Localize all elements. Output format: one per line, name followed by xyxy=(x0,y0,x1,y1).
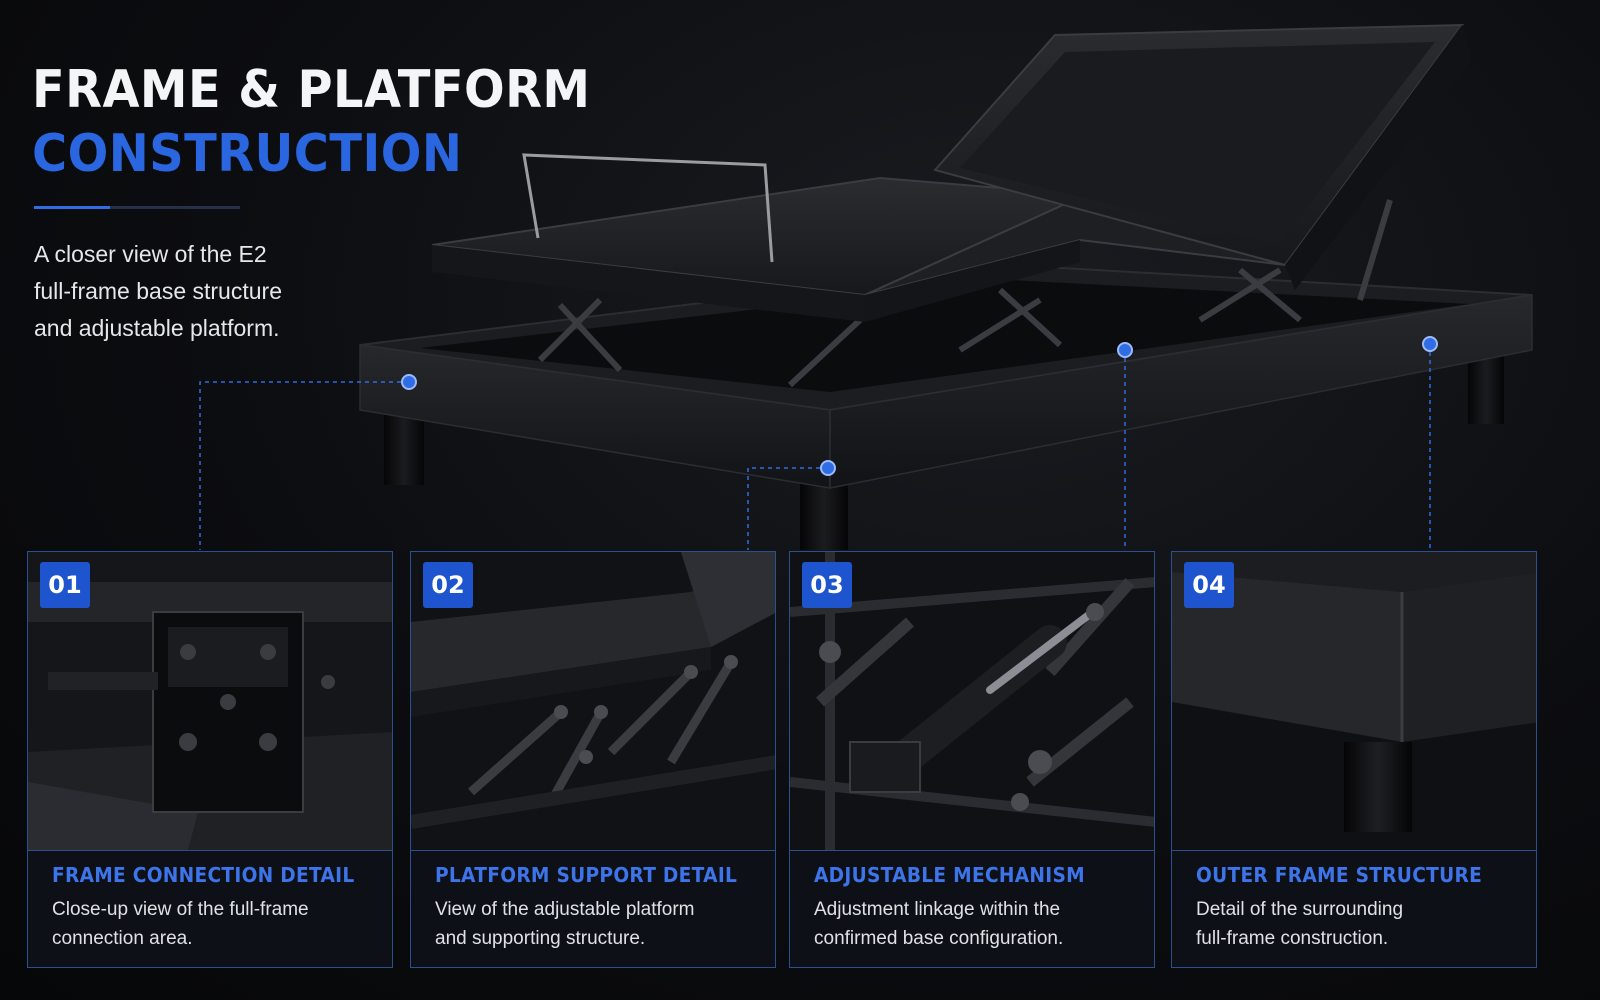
lift-mechanism xyxy=(537,199,1393,388)
intro-line: and adjustable platform. xyxy=(34,315,280,341)
detail-description: Detail of the surrounding full-frame con… xyxy=(1196,895,1516,953)
bed-leg xyxy=(800,480,848,550)
detail-description-line: confirmed base configuration. xyxy=(814,928,1064,949)
detail-number-badge: 02 xyxy=(423,562,473,608)
hotspot-markers xyxy=(401,336,1438,476)
detail-description: Close-up view of the full-frame connecti… xyxy=(52,895,372,953)
bed-leg xyxy=(1468,350,1504,424)
detail-description-line: and supporting structure. xyxy=(435,928,646,949)
platform-head-edge xyxy=(1285,25,1472,290)
detail-description-line: Adjustment linkage within the xyxy=(814,899,1061,920)
intro-text: A closer view of the E2 full-frame base … xyxy=(34,236,354,347)
detail-card-01[interactable]: 01 FRAME CONNECTION DETAIL Close-up view… xyxy=(27,551,393,968)
detail-description-line: Close-up view of the full-frame xyxy=(52,899,309,920)
detail-title: OUTER FRAME STRUCTURE xyxy=(1196,863,1483,887)
intro-line: full-frame base structure xyxy=(34,278,282,304)
detail-photo-outer-frame xyxy=(1172,552,1536,851)
detail-card-02[interactable]: 02 PLATFORM SUPPORT DETAIL View of the a… xyxy=(410,551,776,968)
detail-photo-frame-connection xyxy=(28,552,392,851)
detail-number-badge: 01 xyxy=(40,562,90,608)
hotspot-01 xyxy=(401,374,417,390)
detail-description-line: Detail of the surrounding xyxy=(1196,899,1404,920)
platform-foot-edge xyxy=(432,245,865,322)
bed-leg xyxy=(384,415,424,485)
title-underline xyxy=(34,206,240,209)
detail-card-04[interactable]: 04 OUTER FRAME STRUCTURE Detail of the s… xyxy=(1171,551,1537,968)
detail-title: FRAME CONNECTION DETAIL xyxy=(52,863,355,887)
platform-head-inner xyxy=(960,42,1435,245)
detail-number-badge: 04 xyxy=(1184,562,1234,608)
base-frame-cavity xyxy=(420,280,1470,392)
detail-title: ADJUSTABLE MECHANISM xyxy=(814,863,1085,887)
detail-description-line: View of the adjustable platform xyxy=(435,899,695,920)
intro-line: A closer view of the E2 xyxy=(34,241,267,267)
detail-card-03[interactable]: 03 ADJUSTABLE MECHANISM Adjustment linka… xyxy=(789,551,1155,968)
platform-seat-edge xyxy=(865,240,1080,322)
detail-description: Adjustment linkage within the confirmed … xyxy=(814,895,1134,953)
detail-number-badge: 03 xyxy=(802,562,852,608)
mattress-retainer-bar xyxy=(522,153,774,263)
detail-description-line: connection area. xyxy=(52,928,193,949)
detail-description-line: full-frame construction. xyxy=(1196,928,1389,949)
hotspot-leaders xyxy=(199,344,1431,550)
hotspot-02 xyxy=(820,460,836,476)
hotspot-03 xyxy=(1117,342,1133,358)
hotspot-04 xyxy=(1422,336,1438,352)
detail-description: View of the adjustable platform and supp… xyxy=(435,895,755,953)
title-line-2: CONSTRUCTION xyxy=(32,124,463,184)
detail-title: PLATFORM SUPPORT DETAIL xyxy=(435,863,738,887)
page-title: FRAME & PLATFORM CONSTRUCTION xyxy=(32,58,591,186)
title-line-1: FRAME & PLATFORM xyxy=(32,60,591,120)
